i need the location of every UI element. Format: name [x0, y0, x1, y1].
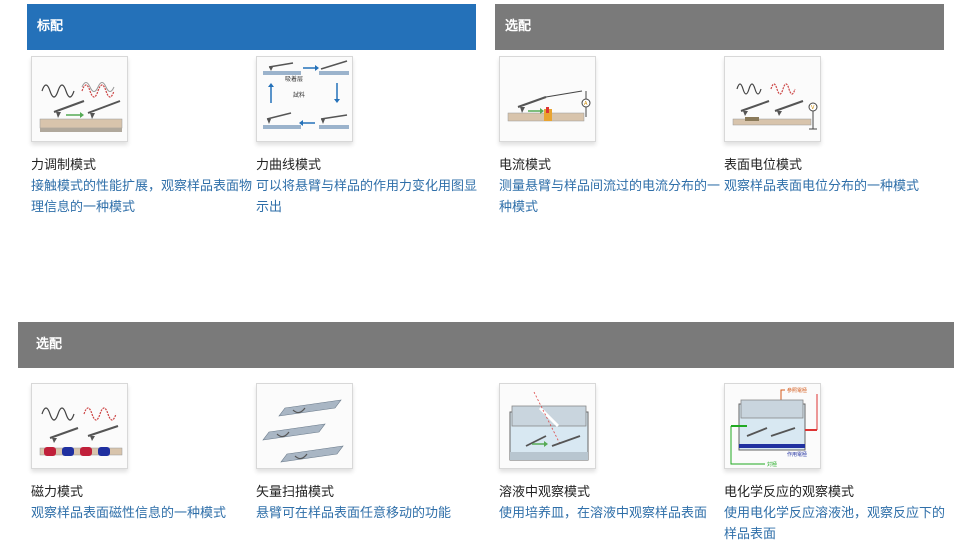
mode-card-force-modulation[interactable]: 力调制模式 接触模式的性能扩展，观察样品表面物理信息的一种模式 [31, 56, 253, 218]
mode-card-current[interactable]: A 电流模式 测量悬臂与样品间流过的电流分布的一种模式 [499, 56, 721, 218]
working-electrode-label: 作用電極 [787, 451, 807, 458]
mode-description: 使用电化学反应溶液池，观察反应下的样品表面 [724, 506, 946, 542]
sample-label: 試料 [293, 91, 305, 99]
mode-card-force-curve[interactable]: 吸着层 試料 力曲线模式 可以将悬臂与样品的作用力变化用图显示出 [256, 56, 478, 218]
section-label: 选配 [36, 337, 63, 352]
surface-potential-icon: V [724, 56, 821, 142]
mode-title: 溶液中观察模式 [499, 485, 591, 500]
current-mode-icon: A [499, 56, 596, 142]
svg-text:A: A [584, 101, 588, 107]
mode-description: 接触模式的性能扩展，观察样品表面物理信息的一种模式 [31, 179, 253, 215]
vector-scan-icon [256, 383, 353, 469]
force-curve-icon: 吸着层 試料 [256, 56, 353, 142]
mode-description: 测量悬臂与样品间流过的电流分布的一种模式 [499, 179, 721, 215]
magnetic-mode-icon [31, 383, 128, 469]
adsorb-layer-label: 吸着层 [285, 75, 303, 83]
mode-card-liquid[interactable]: 溶液中观察模式 使用培养皿，在溶液中观察样品表面 [499, 383, 721, 524]
mode-description: 观察样品表面电位分布的一种模式 [724, 179, 920, 194]
section-header-standard: 标配 [27, 4, 476, 50]
section-label: 标配 [37, 19, 64, 34]
mode-description: 悬臂可在样品表面任意移动的功能 [256, 506, 452, 521]
mode-title: 电化学反应的观察模式 [724, 485, 855, 500]
force-modulation-icon [31, 56, 128, 142]
mode-description: 使用培养皿，在溶液中观察样品表面 [499, 506, 708, 521]
section-header-optional-2: 选配 [18, 322, 954, 368]
mode-card-vector-scan[interactable]: 矢量扫描模式 悬臂可在样品表面任意移动的功能 [256, 383, 478, 524]
mode-title: 力曲线模式 [256, 158, 322, 173]
reference-electrode-label: 参照電極 [787, 387, 807, 394]
mode-title: 表面电位模式 [724, 158, 803, 173]
mode-title: 力调制模式 [31, 158, 97, 173]
liquid-observation-icon [499, 383, 596, 469]
counter-electrode-label: 対極 [767, 461, 777, 468]
svg-text:V: V [811, 105, 815, 111]
electrochemistry-icon: 参照電極 作用電極 対極 [724, 383, 821, 469]
mode-title: 电流模式 [499, 158, 552, 173]
mode-card-electrochemistry[interactable]: 参照電極 作用電極 対極 电化学反应的观察模式 使用电化学反应溶液池，观察反应下… [724, 383, 946, 545]
section-label: 选配 [505, 19, 532, 34]
mode-description: 可以将悬臂与样品的作用力变化用图显示出 [256, 179, 478, 215]
section-header-optional-1: 选配 [495, 4, 944, 50]
mode-description: 观察样品表面磁性信息的一种模式 [31, 506, 227, 521]
mode-title: 矢量扫描模式 [256, 485, 335, 500]
mode-card-surface-potential[interactable]: V 表面电位模式 观察样品表面电位分布的一种模式 [724, 56, 946, 197]
mode-title: 磁力模式 [31, 485, 84, 500]
mode-card-magnetic[interactable]: 磁力模式 观察样品表面磁性信息的一种模式 [31, 383, 253, 524]
